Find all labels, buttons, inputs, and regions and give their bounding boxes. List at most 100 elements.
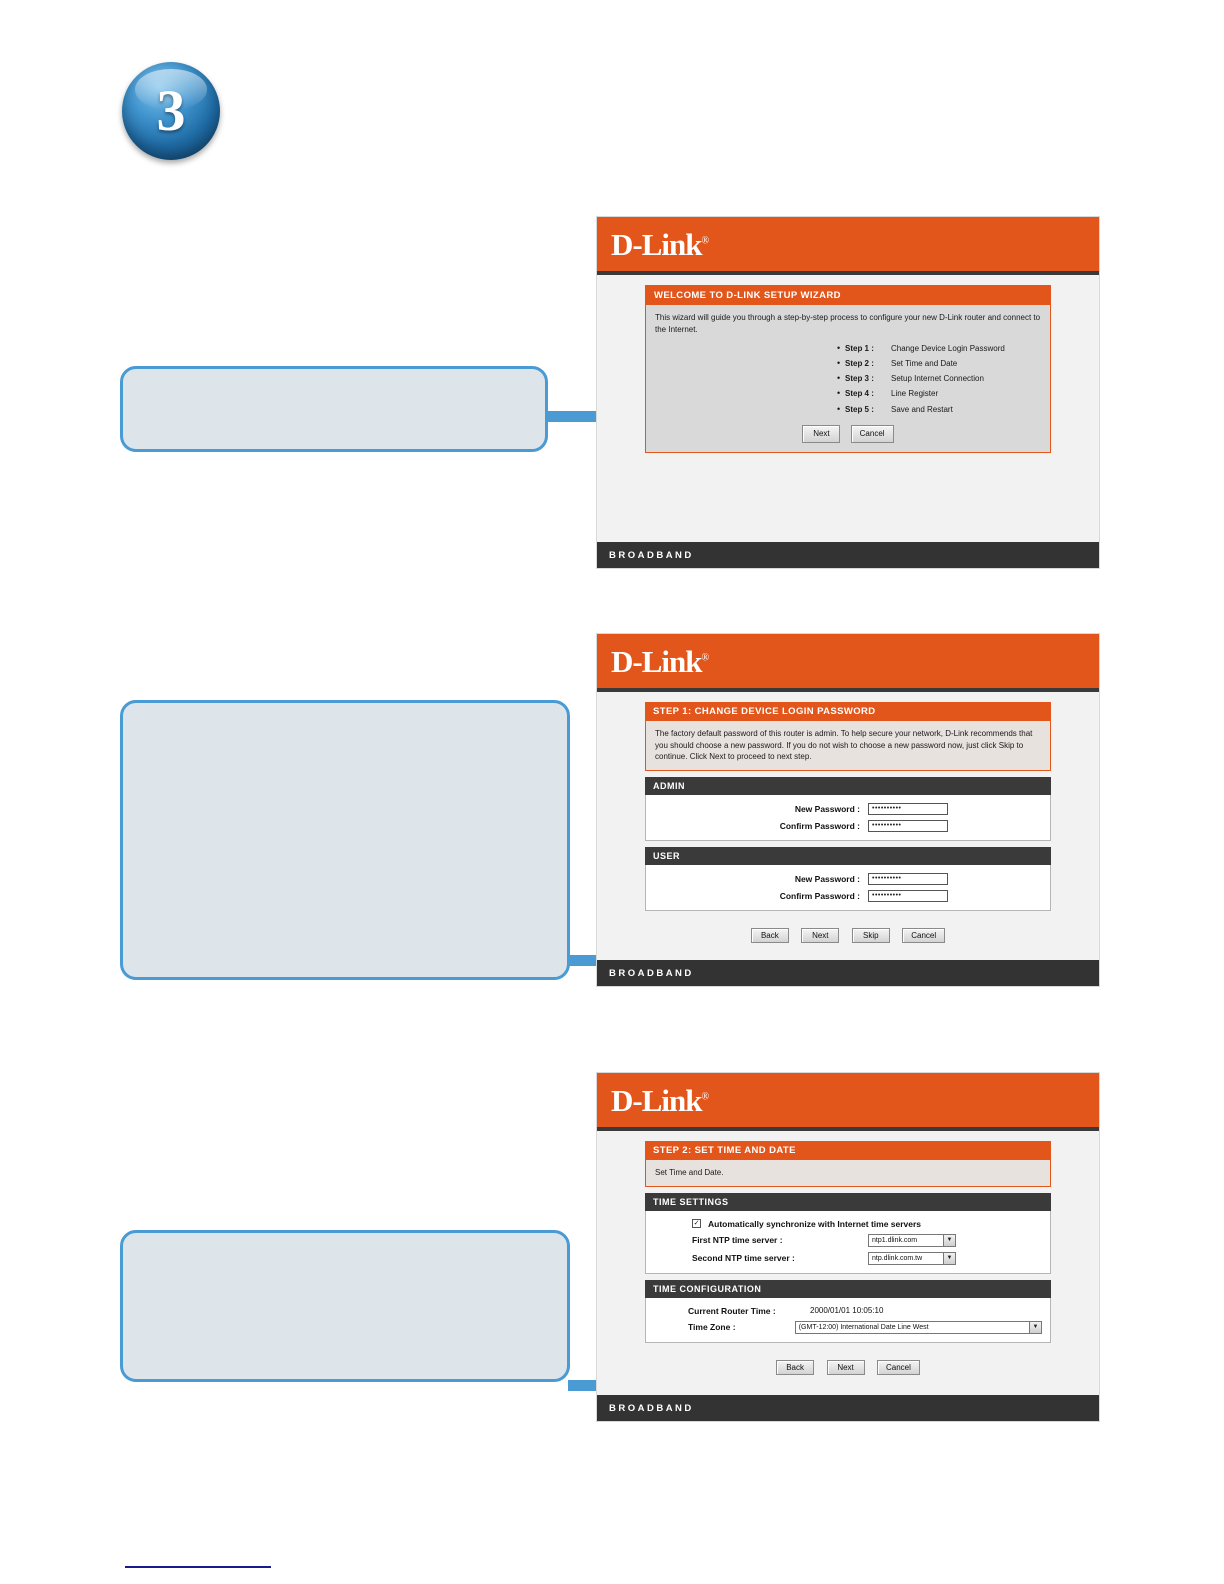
registered-mark-icon: ®: [701, 235, 709, 247]
callout-box-3: [120, 1230, 570, 1382]
second-ntp-label: Second NTP time server :: [692, 1253, 795, 1264]
user-confirm-password-label: Confirm Password :: [779, 890, 860, 901]
admin-confirm-password-label: Confirm Password :: [779, 820, 860, 831]
step-number-text: 3: [156, 78, 186, 143]
dlink-header-bar: D-Link®: [597, 217, 1099, 275]
wizard-step-item: Step 4 :Line Register: [655, 388, 1041, 401]
admin-new-password-row: New Password : ••••••••••: [654, 802, 1042, 815]
timezone-value: (GMT-12:00) International Date Line West: [798, 1323, 929, 1331]
second-ntp-row: Second NTP time server : ntp.dlink.com.t…: [654, 1251, 1042, 1265]
step1-intro-text: The factory default password of this rou…: [645, 721, 1051, 771]
user-new-password-input[interactable]: ••••••••••: [868, 872, 948, 885]
router-screenshot-change-password: D-Link® STEP 1: CHANGE DEVICE LOGIN PASS…: [596, 633, 1100, 987]
callout-box-2: [120, 700, 570, 980]
user-confirm-password-input[interactable]: ••••••••••: [868, 889, 948, 902]
step2-intro-text: Set Time and Date.: [645, 1160, 1051, 1187]
wizard-step-item: Step 1 : Change Device Login Password: [655, 342, 1041, 355]
callout-box-2-text: [123, 703, 567, 727]
welcome-button-row: Next Cancel: [655, 421, 1041, 445]
step1-button-row: Back Next Skip Cancel: [645, 911, 1051, 955]
broadband-footer: BROADBAND: [597, 1395, 1099, 1421]
registered-mark-icon: ®: [701, 1091, 709, 1103]
user-section-body: New Password : •••••••••• Confirm Passwo…: [645, 864, 1051, 911]
user-new-password-row: New Password : ••••••••••: [654, 872, 1042, 885]
wizard-step-label: Step 2 :: [845, 359, 874, 369]
user-section-header: USER: [645, 846, 1051, 865]
dlink-logo: D-Link®: [611, 1085, 709, 1116]
cancel-button[interactable]: Cancel: [877, 1359, 920, 1375]
current-router-time-row: Current Router Time : 2000/01/01 10:05:1…: [654, 1306, 1042, 1316]
back-button[interactable]: Back: [776, 1359, 815, 1375]
wizard-step-item: Step 3 : Setup Internet Connection: [655, 372, 1041, 385]
page-bottom-rule: [125, 1566, 271, 1568]
wizard-step-label: Step 1 :: [845, 344, 874, 354]
admin-section-body: New Password : •••••••••• Confirm Passwo…: [645, 794, 1051, 841]
cancel-button[interactable]: Cancel: [902, 927, 946, 943]
current-router-time-value: 2000/01/01 10:05:10: [810, 1306, 884, 1316]
first-ntp-row: First NTP time server : ntp1.dlink.com ▼: [654, 1233, 1042, 1247]
back-button[interactable]: Back: [750, 927, 789, 943]
skip-button[interactable]: Skip: [851, 927, 890, 943]
broadband-footer: BROADBAND: [597, 960, 1099, 986]
step-number-badge: 3: [122, 62, 220, 160]
wizard-step-desc: Save and Restart: [891, 404, 953, 414]
welcome-section-title: WELCOME TO D-LINK SETUP WIZARD: [646, 286, 1050, 305]
current-router-time-label: Current Router Time :: [688, 1305, 776, 1316]
timezone-label: Time Zone :: [688, 1322, 736, 1333]
wizard-step-label: Step 5 :: [845, 404, 874, 414]
admin-new-password-input[interactable]: ••••••••••: [868, 802, 948, 815]
time-settings-section: TIME SETTINGS ✓ Automatically synchroniz…: [645, 1192, 1051, 1274]
user-new-password-label: New Password :: [794, 873, 860, 884]
dlink-logo: D-Link®: [611, 643, 709, 679]
next-button[interactable]: Next: [802, 425, 841, 443]
second-ntp-select[interactable]: ntp.dlink.com.tw ▼: [868, 1251, 956, 1265]
callout-box-1: [120, 366, 548, 452]
wizard-step-label: Step 3 :: [845, 374, 874, 384]
wizard-step-desc: Set Time and Date: [891, 359, 958, 369]
chevron-down-icon: ▼: [1029, 1321, 1041, 1333]
chevron-down-icon: ▼: [943, 1252, 955, 1264]
wizard-step-label: Step 4 :: [845, 389, 874, 399]
user-confirm-password-row: Confirm Password : ••••••••••: [654, 889, 1042, 902]
first-ntp-label: First NTP time server :: [692, 1235, 783, 1246]
admin-confirm-password-input[interactable]: ••••••••••: [868, 819, 948, 832]
next-button[interactable]: Next: [826, 1359, 865, 1375]
time-configuration-header: TIME CONFIGURATION: [645, 1279, 1051, 1298]
timezone-row: Time Zone : (GMT-12:00) International Da…: [654, 1320, 1042, 1334]
callout-box-1-text: [123, 369, 545, 393]
second-ntp-value: ntp.dlink.com.tw: [872, 1254, 923, 1262]
auto-sync-row: ✓ Automatically synchronize with Interne…: [654, 1219, 1042, 1229]
welcome-card-body: This wizard will guide you through a ste…: [646, 305, 1050, 452]
time-settings-body: ✓ Automatically synchronize with Interne…: [645, 1210, 1051, 1274]
wizard-step-desc: Setup Internet Connection: [891, 374, 984, 384]
dlink-logo: D-Link®: [611, 229, 709, 260]
router-body-welcome: WELCOME TO D-LINK SETUP WIZARD This wiza…: [597, 275, 1099, 453]
router-body-change-password: STEP 1: CHANGE DEVICE LOGIN PASSWORD The…: [597, 692, 1099, 955]
auto-sync-label: Automatically synchronize with Internet …: [708, 1218, 922, 1229]
auto-sync-checkbox[interactable]: ✓: [692, 1219, 701, 1229]
user-section: USER New Password : •••••••••• Confirm P…: [645, 846, 1051, 911]
welcome-intro-text: This wizard will guide you through a ste…: [655, 313, 1041, 334]
first-ntp-select[interactable]: ntp1.dlink.com ▼: [868, 1233, 956, 1247]
next-button[interactable]: Next: [801, 927, 840, 943]
step2-section-title: STEP 2: SET TIME AND DATE: [645, 1141, 1051, 1160]
wizard-step-list: Step 1 : Change Device Login Password Ste…: [655, 342, 1041, 415]
welcome-card: WELCOME TO D-LINK SETUP WIZARD This wiza…: [645, 285, 1051, 453]
timezone-select[interactable]: (GMT-12:00) International Date Line West…: [794, 1320, 1042, 1334]
broadband-footer-text: BROADBAND: [609, 1402, 694, 1414]
admin-section: ADMIN New Password : •••••••••• Confirm …: [645, 776, 1051, 841]
dlink-logo-text: D-Link: [611, 643, 702, 679]
cancel-button[interactable]: Cancel: [850, 425, 894, 443]
wizard-step-desc: Change Device Login Password: [891, 344, 1005, 354]
first-ntp-value: ntp1.dlink.com: [872, 1236, 918, 1244]
time-configuration-body: Current Router Time : 2000/01/01 10:05:1…: [645, 1297, 1051, 1343]
step1-section-title: STEP 1: CHANGE DEVICE LOGIN PASSWORD: [645, 702, 1051, 721]
router-screenshot-welcome: D-Link® WELCOME TO D-LINK SETUP WIZARD T…: [596, 216, 1100, 569]
dlink-header-bar: D-Link®: [597, 1073, 1099, 1131]
admin-section-header: ADMIN: [645, 776, 1051, 795]
dlink-header-bar: D-Link®: [597, 634, 1099, 692]
router-screenshot-set-time-date: D-Link® STEP 2: SET TIME AND DATE Set Ti…: [596, 1072, 1100, 1422]
broadband-footer-text: BROADBAND: [609, 549, 694, 561]
admin-confirm-password-row: Confirm Password : ••••••••••: [654, 819, 1042, 832]
time-configuration-section: TIME CONFIGURATION Current Router Time :…: [645, 1279, 1051, 1343]
